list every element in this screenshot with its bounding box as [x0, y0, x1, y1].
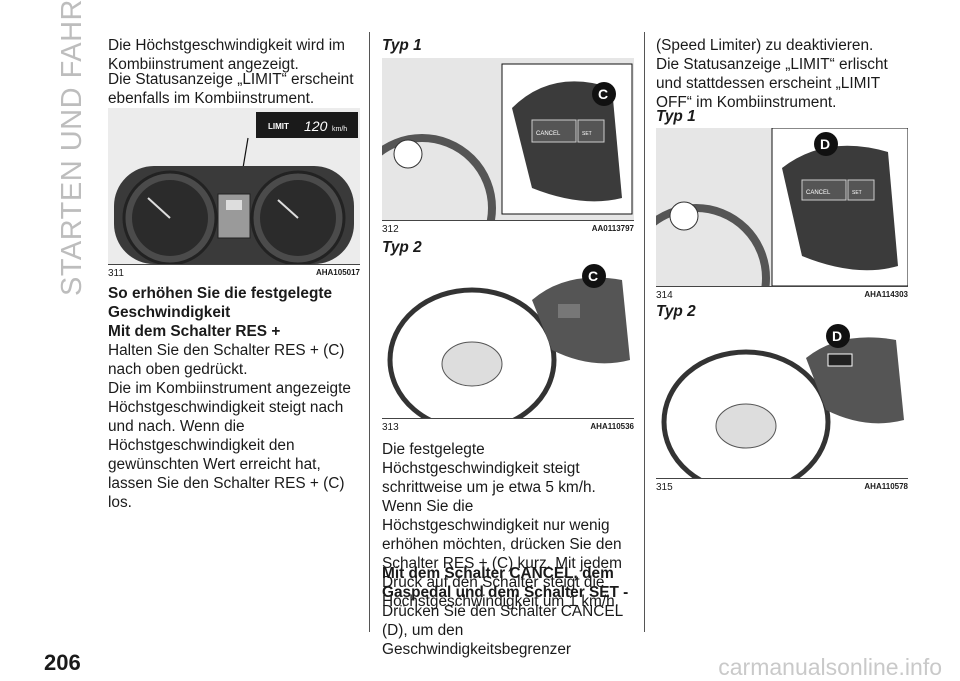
heading-res-switch: Mit dem Schalter RES +	[108, 323, 281, 340]
set-switch-label: SET	[852, 190, 862, 196]
limit-speed-value: 120	[304, 118, 328, 134]
steering-wheel-switch-illustration-typ2: C	[382, 260, 634, 418]
label-typ-1: Typ 1	[656, 108, 696, 125]
heading-increase-speed: So erhöhen Sie die festgelegte Geschwind…	[108, 285, 333, 321]
figure-311-caption: 311 AHA105017	[108, 268, 360, 280]
figure-number: 314	[656, 290, 673, 301]
figure-number: 315	[656, 482, 673, 493]
figure-311-instrument-cluster: LIMIT 120 km/h	[108, 108, 360, 265]
figure-code: AHA110578	[864, 482, 908, 491]
callout-label-c: C	[588, 268, 598, 284]
cancel-switch-label: CANCEL	[806, 190, 831, 196]
steering-wheel-switch-illustration: CANCEL SET D	[656, 128, 908, 286]
figure-code: AHA114303	[864, 290, 908, 299]
set-switch-label: SET	[582, 131, 592, 137]
figure-number: 312	[382, 224, 399, 235]
callout-label-d: D	[820, 136, 830, 152]
cancel-switch-label: CANCEL	[536, 131, 561, 137]
column-divider-1	[369, 32, 370, 632]
paragraph-speed-rises: Die im Kombiinstrument angezeigte Höchst…	[108, 380, 351, 511]
paragraph-speed-steps: Die festgelegte Höchstgeschwindigkeit st…	[382, 441, 622, 610]
label-typ-2: Typ 2	[656, 303, 696, 320]
figure-number: 311	[108, 268, 124, 279]
figure-315-caption: 315 AHA110578	[656, 482, 908, 494]
heading-cancel-switch: Mit dem Schalter CANCEL, dem Gaspedal un…	[382, 565, 629, 601]
paragraph-limit-status: Die Statusanzeige „LIMIT“ erscheint eben…	[108, 71, 354, 107]
page-number: 206	[44, 650, 81, 675]
figure-314-caption: 314 AHA114303	[656, 290, 908, 302]
limit-speed-unit: km/h	[332, 126, 347, 133]
figure-code: AHA105017	[315, 268, 360, 277]
section-title-text: STARTEN UND FAHREN	[56, 0, 88, 296]
section-side-title: STARTEN UND FAHREN	[56, 0, 92, 296]
column-divider-2	[644, 32, 645, 632]
callout-label-d: D	[832, 328, 842, 344]
figure-313-steering-switch: C	[382, 260, 634, 419]
watermark: carmanualsonline.info	[718, 654, 942, 680]
figure-313-caption: 313 AHA110536	[382, 422, 634, 434]
paragraph-max-speed-displayed: Die Höchstgeschwindigkeit wird im Kombii…	[108, 37, 345, 73]
limit-label: LIMIT	[268, 122, 289, 131]
callout-label-c: C	[598, 86, 608, 102]
steering-wheel-switch-illustration: CANCEL SET C	[382, 58, 634, 220]
figure-314-steering-switch: CANCEL SET D	[656, 128, 908, 287]
label-typ-1: Typ 1	[382, 37, 422, 54]
figure-code: AA0113797	[591, 224, 634, 233]
figure-312-caption: 312 AA0113797	[382, 224, 634, 236]
figure-number: 313	[382, 422, 399, 433]
instrument-cluster-illustration: LIMIT 120 km/h	[108, 108, 360, 264]
paragraph-press-cancel: Drücken Sie den Schalter CANCEL (D), um …	[382, 603, 623, 658]
paragraph-hold-res: Halten Sie den Schalter RES + (C) nach o…	[108, 342, 345, 378]
figure-code: AHA110536	[590, 422, 634, 431]
steering-wheel-switch-illustration-typ2: D	[656, 322, 908, 478]
label-typ-2: Typ 2	[382, 239, 422, 256]
paragraph-limit-off: Die Statusanzeige „LIMIT“ erlischt und s…	[656, 56, 888, 111]
paragraph-deactivate: (Speed Limiter) zu deaktivieren.	[656, 37, 874, 54]
figure-312-steering-switch: CANCEL SET C	[382, 58, 634, 221]
figure-315-steering-switch: D	[656, 322, 908, 479]
